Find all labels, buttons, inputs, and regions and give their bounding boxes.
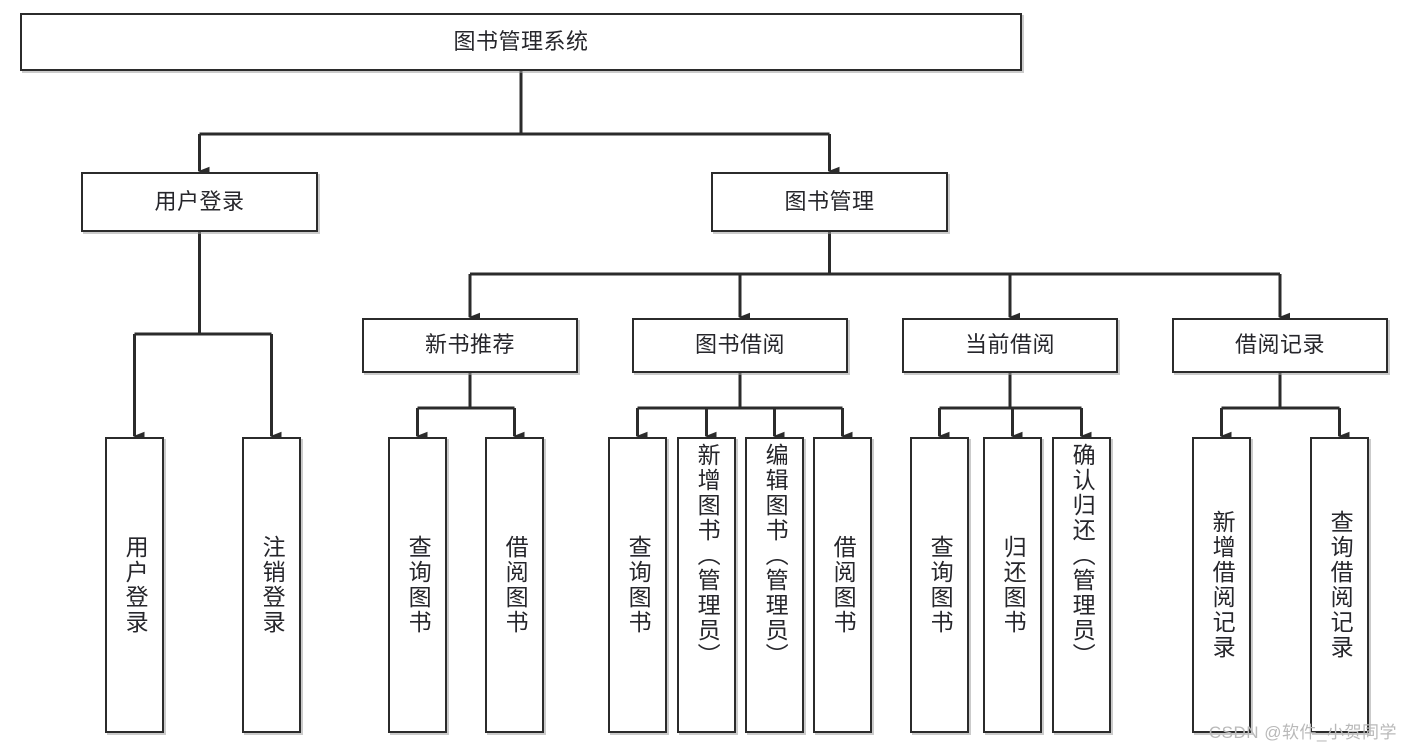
node-leaf-borrow-2[interactable]: 新增图书（管理员） (677, 437, 736, 733)
node-leaf-cur-2[interactable]: 归还图书 (983, 437, 1042, 733)
node-leaf-borrow-1[interactable]: 查询图书 (608, 437, 667, 733)
node-label: 查询借阅记录 (1327, 510, 1354, 660)
node-label: 查询图书 (625, 535, 652, 635)
node-newbooks[interactable]: 新书推荐 (362, 318, 578, 373)
node-label: 当前借阅 (964, 332, 1055, 358)
node-leaf-rec-1[interactable]: 新增借阅记录 (1192, 437, 1251, 733)
node-label: 归还图书 (1000, 535, 1027, 635)
node-label: 查询图书 (405, 535, 432, 635)
node-label: 新增借阅记录 (1209, 510, 1236, 660)
node-leaf-rec-2[interactable]: 查询借阅记录 (1310, 437, 1369, 733)
node-label: 新增图书（管理员） (694, 443, 721, 668)
node-login[interactable]: 用户登录 (81, 172, 318, 232)
node-bookmgmt[interactable]: 图书管理 (711, 172, 948, 232)
node-leaf-new-1[interactable]: 查询图书 (388, 437, 447, 733)
node-current[interactable]: 当前借阅 (902, 318, 1118, 373)
node-label: 图书管理 (784, 188, 875, 214)
node-leaf-new-2[interactable]: 借阅图书 (485, 437, 544, 733)
node-label: 图书管理系统 (453, 28, 589, 54)
node-leaf-cur-1[interactable]: 查询图书 (910, 437, 969, 733)
node-label: 图书借阅 (694, 332, 785, 358)
node-root[interactable]: 图书管理系统 (20, 13, 1022, 71)
node-records[interactable]: 借阅记录 (1172, 318, 1388, 373)
node-label: 借阅记录 (1234, 332, 1325, 358)
node-label: 编辑图书（管理员） (762, 443, 789, 668)
node-leaf-cur-3[interactable]: 确认归还（管理员） (1052, 437, 1111, 733)
node-label: 用户登录 (154, 188, 245, 214)
node-label: 借阅图书 (502, 535, 529, 635)
edge-group (133, 71, 1350, 441)
node-leaf-borrow-3[interactable]: 编辑图书（管理员） (745, 437, 804, 733)
node-leaf-login-1[interactable]: 用户登录 (105, 437, 164, 733)
node-label: 确认归还（管理员） (1069, 443, 1096, 668)
node-leaf-borrow-4[interactable]: 借阅图书 (813, 437, 872, 733)
node-borrow[interactable]: 图书借阅 (632, 318, 848, 373)
node-label: 用户登录 (122, 535, 149, 635)
node-label: 查询图书 (927, 535, 954, 635)
node-leaf-login-2[interactable]: 注销登录 (242, 437, 301, 733)
node-label: 借阅图书 (830, 535, 857, 635)
node-label: 注销登录 (259, 535, 286, 635)
node-label: 新书推荐 (424, 332, 515, 358)
